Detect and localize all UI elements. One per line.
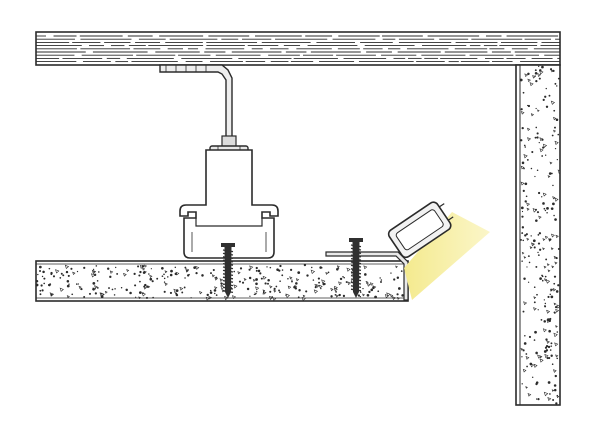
suspension-hanger-bracket	[159, 64, 233, 141]
ceiling-slab	[35, 31, 561, 66]
wall	[515, 64, 561, 406]
drywall-screws	[221, 238, 363, 298]
channel-profile	[179, 149, 279, 259]
angled-led-profile	[387, 201, 454, 259]
screw-led-strip	[349, 238, 363, 298]
plasterboard-panel	[35, 260, 409, 302]
screw-channel	[221, 243, 235, 298]
light-beam	[404, 212, 490, 300]
